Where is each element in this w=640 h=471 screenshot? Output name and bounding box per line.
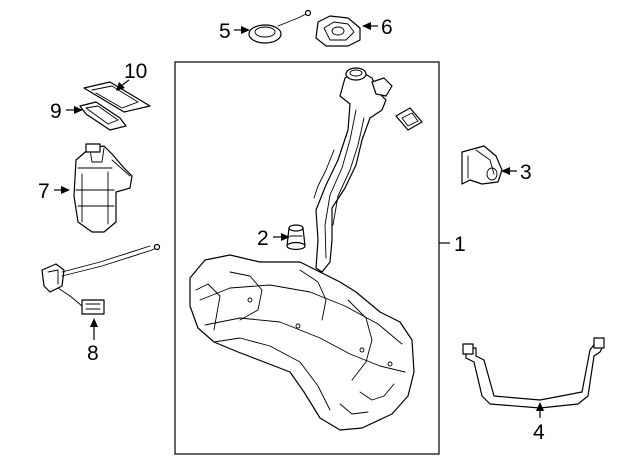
level-sender-part <box>41 243 161 315</box>
heat-shield-part <box>461 145 503 185</box>
leader-lines <box>54 22 544 418</box>
callout-5-label: 5 <box>219 20 231 43</box>
callout-10-label: 10 <box>124 60 147 83</box>
callout-8-label: 8 <box>87 342 99 365</box>
filler-cap-part <box>248 9 312 44</box>
callout-1-label: 1 <box>454 233 466 256</box>
callout-4-label: 4 <box>533 421 545 444</box>
filler-housing-part <box>315 15 361 47</box>
callout-3-label: 3 <box>520 161 532 184</box>
tank-strap-part <box>462 337 605 409</box>
callout-9-label: 9 <box>50 100 62 123</box>
callout-2-label: 2 <box>257 227 269 250</box>
callout-6-label: 6 <box>381 16 393 39</box>
grommet-part <box>286 224 306 251</box>
fuel-tank-part <box>189 67 423 431</box>
callout-labels: 1 2 3 4 5 6 7 8 9 10 <box>38 16 545 444</box>
fuel-pump-module-part <box>73 143 133 233</box>
callout-7-label: 7 <box>38 180 50 203</box>
gasket-ring-part <box>79 101 127 131</box>
tank-assembly-frame <box>174 61 440 455</box>
seal-ring-part <box>83 81 151 113</box>
